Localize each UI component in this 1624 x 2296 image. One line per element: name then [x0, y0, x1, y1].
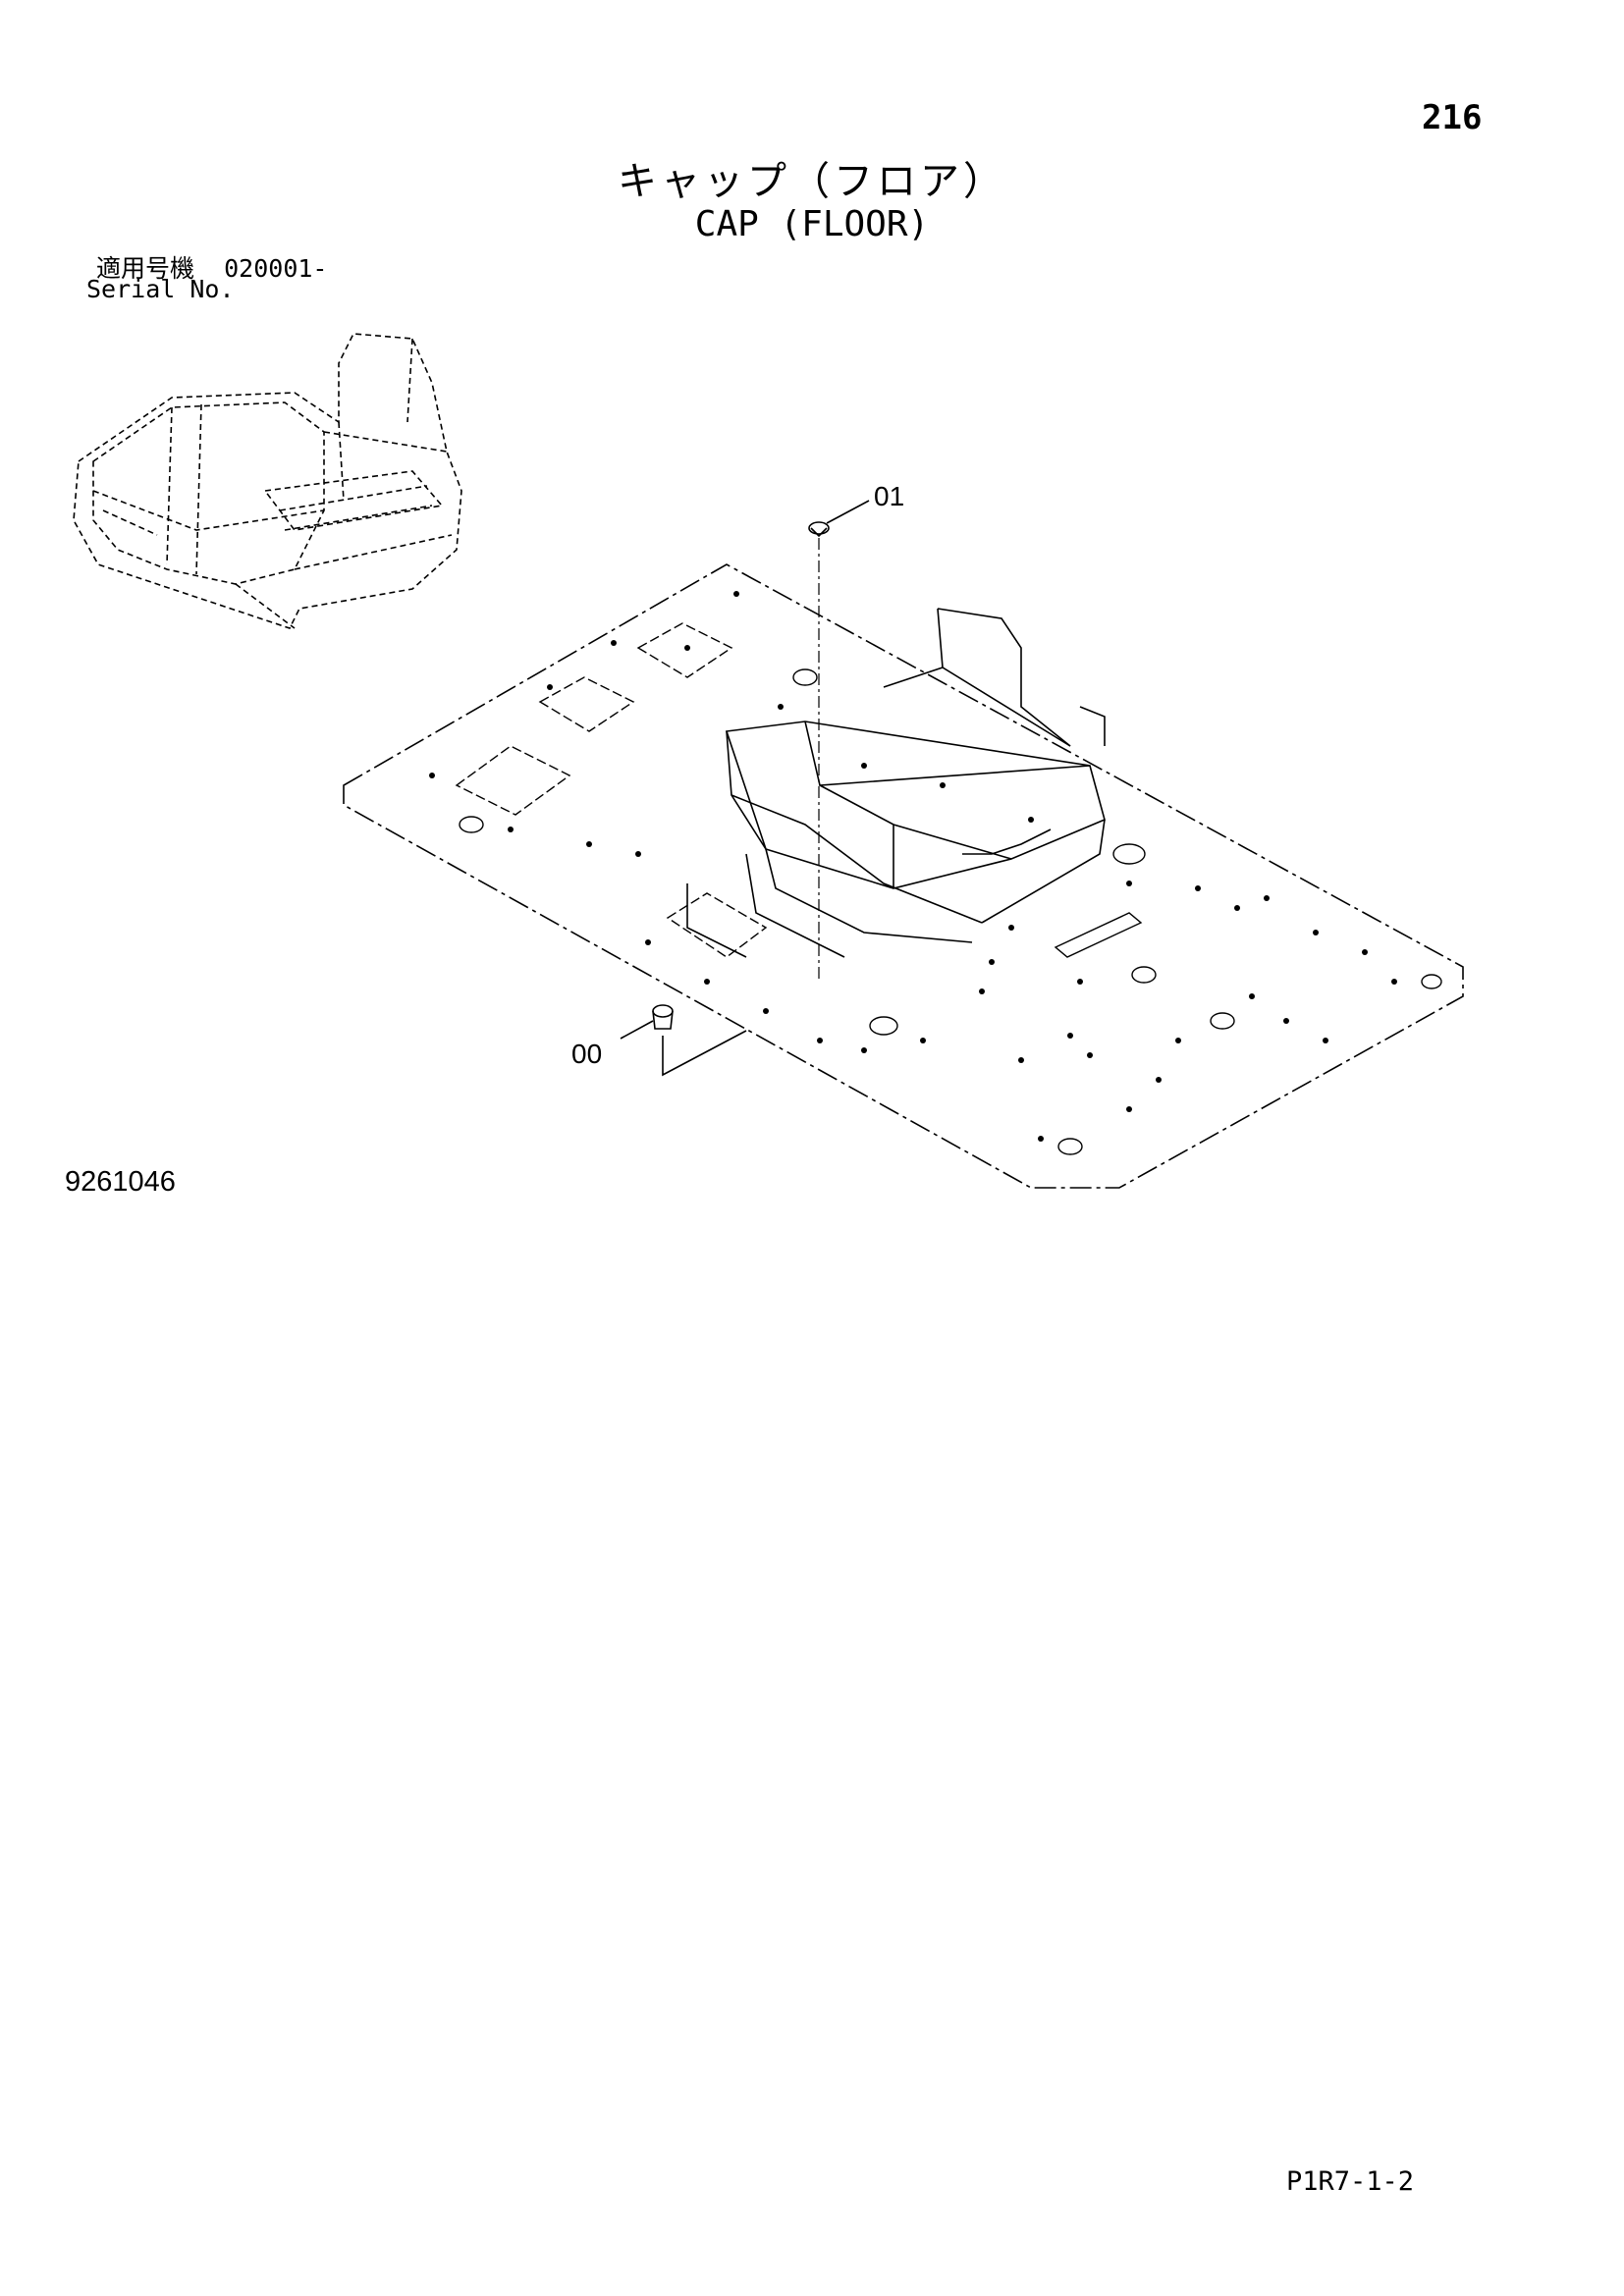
callout-part-01: 01: [874, 481, 905, 511]
page-title-english: CAP (FLOOR): [694, 204, 930, 244]
serial-label-english: Serial No.: [86, 275, 235, 303]
cap-part-01: [808, 500, 870, 538]
serial-label-japanese: 適用号機: [96, 254, 195, 283]
cab-location-inset: [73, 333, 462, 629]
serial-range: 020001-: [224, 254, 328, 283]
plate-holes: [459, 668, 1442, 1155]
seat-support-frame: [686, 608, 1106, 958]
plate-panels: [455, 622, 768, 958]
floor-plate: [343, 563, 1464, 1189]
page-number: 216: [1422, 98, 1483, 137]
page-code: P1R7-1-2: [1286, 2166, 1415, 2197]
bolt-dots: [429, 591, 1397, 1142]
figure-number: 9261046: [65, 1166, 176, 1198]
callout-part-00: 00: [571, 1039, 603, 1069]
serial-range-line: 適用号機 020001-: [96, 249, 327, 285]
cap-part-00: [620, 1004, 747, 1077]
page-title-japanese: キャップ（フロア）: [618, 159, 1006, 204]
